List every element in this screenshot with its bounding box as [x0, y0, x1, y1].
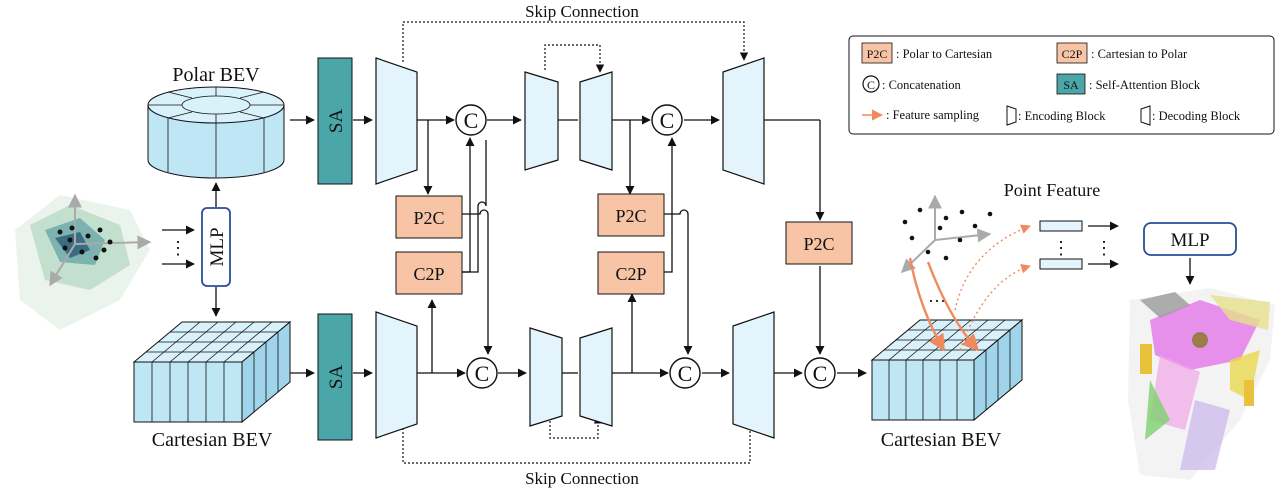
concat-bottom-2: [669, 357, 701, 389]
sa-block-top: SA: [317, 57, 353, 185]
decoding-block-bottom-3: [732, 311, 775, 439]
svg-text:SA: SA: [1063, 78, 1079, 92]
inner-skip-bottom: [549, 413, 603, 439]
c2p-block-2: C2P: [597, 251, 665, 295]
cartesian-bev-input-label: Cartesian BEV: [152, 429, 273, 451]
decoding-block-top-2: [579, 71, 613, 171]
legend-self-attention: : Self-Attention Block: [1089, 78, 1201, 92]
input-ellipsis: ⋮: [169, 238, 187, 258]
point-feature-label: Point Feature: [1004, 180, 1101, 200]
skip-connection-top: Skip Connection: [402, 2, 749, 62]
legend-encoding-block: : Encoding Block: [1018, 109, 1106, 123]
p2c-block-1: P2C: [395, 195, 463, 239]
point-feature-vectors: ⋮ ⋮: [1039, 220, 1113, 270]
legend-p2c: : Polar to Cartesian: [896, 47, 993, 61]
mlp-left-label: MLP: [207, 227, 228, 266]
svg-text:P2C: P2C: [803, 234, 834, 254]
legend-c2p: : Cartesian to Polar: [1091, 47, 1188, 61]
svg-text:C: C: [867, 78, 875, 92]
encoding-block-bottom-1: [375, 311, 418, 439]
mlp-block-right: MLP: [1143, 222, 1237, 256]
input-point-cloud: [8, 190, 158, 340]
output-segmented-point-cloud: [1128, 288, 1275, 480]
svg-text:P2C: P2C: [615, 206, 646, 226]
cartesian-bev-input-cube: Cartesian BEV: [132, 320, 292, 451]
point-feature-axes: …: [900, 194, 993, 306]
polar-bev-cylinder: Polar BEV: [147, 64, 285, 179]
svg-text:P2C: P2C: [867, 47, 888, 61]
decoding-block-top-3: [722, 57, 765, 185]
concat-top-2: [651, 104, 683, 136]
legend-concatenation: : Concatenation: [882, 78, 962, 92]
p2c-block-2: P2C: [597, 193, 665, 237]
skip-connection-top-label: Skip Connection: [525, 2, 639, 21]
svg-text:C: C: [475, 361, 490, 386]
inner-skip-top: [544, 44, 605, 73]
sa-bottom-label: SA: [326, 365, 347, 390]
svg-text:C2P: C2P: [615, 264, 646, 284]
encoding-block-top-1: [375, 57, 418, 185]
concat-top-1: [455, 104, 487, 136]
sa-top-label: SA: [326, 109, 347, 134]
concat-bottom-1: [466, 357, 498, 389]
concat-bottom-3: [804, 357, 836, 389]
svg-text:C: C: [464, 108, 479, 133]
sa-block-bottom: SA: [317, 313, 353, 441]
skip-connection-bottom: Skip Connection: [402, 420, 755, 488]
svg-text:⋮: ⋮: [1052, 238, 1070, 258]
legend: P2C : Polar to Cartesian C2P : Cartesian…: [848, 35, 1275, 135]
mlp-block-left: MLP: [201, 207, 231, 287]
encoding-block-bottom-2: [529, 327, 563, 427]
decoding-block-bottom-2: [579, 327, 613, 427]
svg-text:P2C: P2C: [413, 208, 444, 228]
svg-text:C: C: [660, 108, 675, 133]
p2c-block-3: P2C: [785, 221, 853, 265]
svg-text:C2P: C2P: [1062, 47, 1083, 61]
svg-text:C2P: C2P: [413, 264, 444, 284]
cartesian-bev-output-cube: Cartesian BEV: [870, 318, 1024, 451]
svg-text:C: C: [813, 361, 828, 386]
svg-text:C: C: [678, 361, 693, 386]
mlp-right-label: MLP: [1170, 230, 1209, 251]
c2p-block-1: C2P: [395, 251, 463, 295]
skip-connection-bottom-label: Skip Connection: [525, 469, 639, 488]
svg-text:⋮: ⋮: [1095, 238, 1113, 258]
polar-bev-label: Polar BEV: [172, 64, 260, 86]
legend-feature-sampling: : Feature sampling: [886, 108, 980, 122]
encoding-block-top-2: [524, 71, 559, 171]
cartesian-bev-output-label: Cartesian BEV: [881, 429, 1002, 451]
legend-decoding-block: : Decoding Block: [1152, 109, 1241, 123]
